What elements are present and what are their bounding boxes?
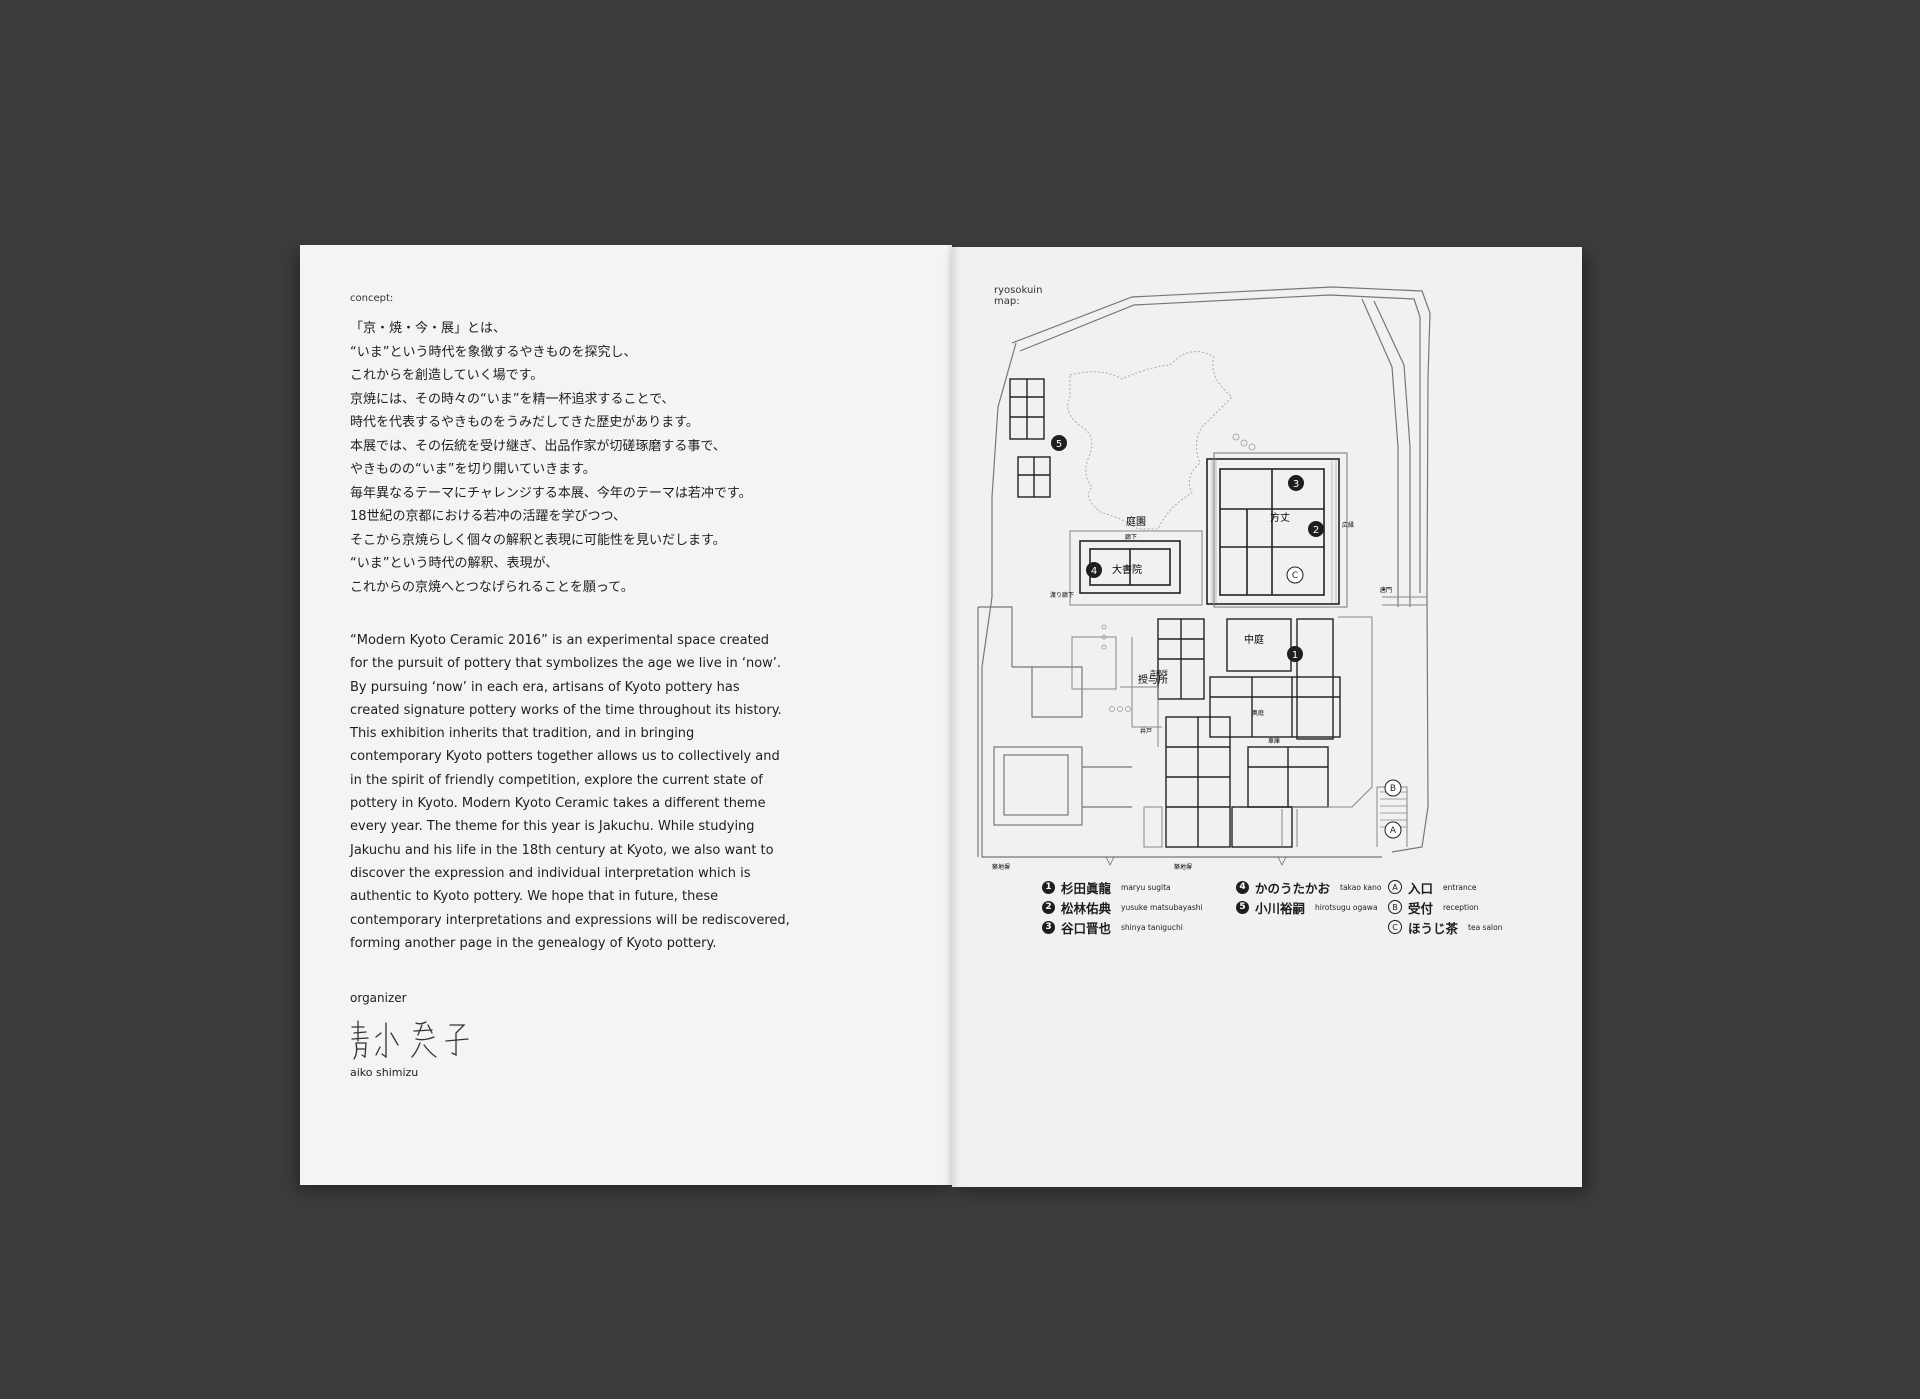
concept-jp-line: これからを創造していく場です。 xyxy=(350,368,544,383)
svg-text:3: 3 xyxy=(1293,479,1299,490)
south-building-complex xyxy=(1157,618,1341,848)
letter-badge: B xyxy=(1388,900,1402,914)
tea-house-building xyxy=(1009,378,1051,498)
concept-english-text: “Modern Kyoto Ceramic 2016” is an experi… xyxy=(350,633,790,951)
concept-jp-line: 「京・焼・今・展」とは、 xyxy=(350,321,507,336)
artist-romaji: yusuke matsubayashi xyxy=(1121,902,1203,912)
marker-2 xyxy=(1308,521,1324,537)
svg-text:2: 2 xyxy=(1313,525,1319,536)
marker-5 xyxy=(1051,435,1067,451)
number-badge: 4 xyxy=(1236,880,1249,894)
marker-3 xyxy=(1288,475,1304,491)
marker-b xyxy=(1384,779,1402,797)
concept-label: concept: xyxy=(350,293,394,304)
artist-romaji: hirotsugu ogawa xyxy=(1315,902,1378,912)
number-badge: 3 xyxy=(1042,920,1055,934)
organizer-signature xyxy=(351,1020,469,1060)
marker-a xyxy=(1384,821,1402,839)
label-engawa: 広縁 xyxy=(1342,521,1354,529)
legend-item-artist-4: 4 かのうたかお takao kano xyxy=(1236,877,1381,897)
brochure-spread: concept: 「京・焼・今・展」とは、 “いま”という時代を象徴するやきもの… xyxy=(300,245,1582,1187)
facility-romaji: reception xyxy=(1443,902,1479,912)
marker-4 xyxy=(1086,562,1102,578)
artist-name: 松林佑典 xyxy=(1061,900,1112,916)
label-karamon: 唐門 xyxy=(1380,586,1392,594)
concept-jp-line: 毎年異なるテーマにチャレンジする本展、今年のテーマは若冲です。 xyxy=(350,485,752,501)
svg-text:B: B xyxy=(1390,784,1396,794)
facility-legend: A 入口 entrance B 受付 reception C ほうじ茶 tea … xyxy=(1388,877,1502,937)
left-page: concept: 「京・焼・今・展」とは、 “いま”という時代を象徴するやきもの… xyxy=(300,245,952,1185)
center-fold xyxy=(946,245,960,1187)
svg-text:5: 5 xyxy=(1056,439,1062,450)
label-okuniwa: 奥庭 xyxy=(1252,709,1264,717)
legend-item-artist-5: 5 小川裕嗣 hirotsugu ogawa xyxy=(1236,897,1381,917)
concept-japanese-text: 「京・焼・今・展」とは、 “いま”という時代を象徴するやきものを探究し、 これか… xyxy=(350,317,890,599)
label-shaimusho: 寺務所 xyxy=(1150,669,1168,677)
concept-jp-line: 本展では、その伝統を受け継ぎ、出品作家が切磋琢磨する事で、 xyxy=(350,438,726,454)
concept-jp-line: これからの京焼へとつなげられることを願って。 xyxy=(350,579,634,595)
site-boundary-inner xyxy=(1019,294,1421,593)
legend-item-entrance: A 入口 entrance xyxy=(1388,877,1502,897)
artist-romaji: maryu sugita xyxy=(1121,882,1171,892)
letter-badge: A xyxy=(1388,880,1402,894)
artist-legend: 1 杉田眞龍 maryu sugita 2 松林佑典 yusuke matsub… xyxy=(1042,877,1203,937)
marker-1 xyxy=(1287,646,1303,662)
facility-name: 受付 xyxy=(1408,900,1434,916)
label-rouka: 廊下 xyxy=(1125,533,1137,541)
concept-jp-line: 時代を代表するやきものをうみだしてきた歴史があります。 xyxy=(350,415,699,430)
number-badge: 2 xyxy=(1042,900,1055,914)
legend-item-artist-3: 3 谷口晋也 shinya taniguchi xyxy=(1042,917,1203,937)
letter-badge: C xyxy=(1388,920,1402,934)
legend-item-tea-salon: C ほうじ茶 tea salon xyxy=(1388,917,1502,937)
temple-floor-plan-map: 5 3 2 C 4 xyxy=(977,286,1431,871)
concept-jp-line: “いま”という時代の解釈、表現が、 xyxy=(350,556,559,571)
legend-item-reception: B 受付 reception xyxy=(1388,897,1502,917)
garden-pond xyxy=(1067,351,1233,530)
label-juyosho: 授与所 xyxy=(1138,673,1168,686)
svg-text:1: 1 xyxy=(1292,650,1298,661)
concept-jp-line: 京焼には、その時々の“いま”を精一杯追求することで、 xyxy=(350,391,675,407)
organizer-label: organizer xyxy=(350,991,407,1005)
site-boundary-outer xyxy=(1011,286,1431,853)
facility-name: 入口 xyxy=(1408,880,1434,896)
facility-name: ほうじ茶 xyxy=(1408,920,1459,936)
artist-name: 杉田眞龍 xyxy=(1061,880,1112,896)
artist-romaji: shinya taniguchi xyxy=(1121,922,1183,932)
label-garden: 庭園 xyxy=(1126,515,1146,528)
label-daishoin: 大書院 xyxy=(1112,563,1142,576)
artist-name: 谷口晋也 xyxy=(1061,920,1112,936)
label-watari-rouka: 渡り廊下 xyxy=(1050,591,1074,599)
concept-jp-line: 18世紀の京都における若冲の活躍を学びつつ、 xyxy=(350,509,627,524)
concept-jp-line: “いま”という時代を象徴するやきものを探究し、 xyxy=(350,344,637,360)
label-ido: 井戸 xyxy=(1140,727,1152,735)
number-badge: 5 xyxy=(1236,900,1249,914)
legend-item-artist-1: 1 杉田眞龍 maryu sugita xyxy=(1042,877,1203,897)
map-label-line-1: ryosokuin xyxy=(994,285,1043,296)
legend-item-artist-2: 2 松林佑典 yusuke matsubayashi xyxy=(1042,897,1203,917)
marker-c xyxy=(1286,566,1304,584)
label-chikujibei-2: 築地塀 xyxy=(1174,863,1192,871)
artist-legend-2: 4 かのうたかお takao kano 5 小川裕嗣 hirotsugu oga… xyxy=(1236,877,1381,917)
svg-text:A: A xyxy=(1390,826,1397,836)
artist-name: 小川裕嗣 xyxy=(1255,900,1306,916)
organizer-name: aiko shimizu xyxy=(350,1066,419,1079)
right-page: ryosokuin map: xyxy=(952,247,1582,1187)
artist-romaji: takao kano xyxy=(1340,882,1382,892)
concept-jp-line: やきものの“いま”を切り開いていきます。 xyxy=(350,462,596,477)
map-label-line-2: map: xyxy=(994,296,1020,307)
label-hojo: 方丈 xyxy=(1270,511,1290,524)
hojo-building xyxy=(1206,452,1348,608)
svg-text:4: 4 xyxy=(1091,566,1097,577)
label-shako: 車庫 xyxy=(1268,737,1280,745)
label-nakaniwa: 中庭 xyxy=(1244,633,1264,646)
number-badge: 1 xyxy=(1042,880,1055,894)
facility-romaji: entrance xyxy=(1443,882,1477,892)
svg-text:C: C xyxy=(1292,571,1298,581)
label-chikujibei-1: 築地塀 xyxy=(992,863,1010,871)
concept-jp-line: そこから京焼らしく個々の解釈と表現に可能性を見いだします。 xyxy=(350,532,726,548)
facility-romaji: tea salon xyxy=(1468,922,1503,932)
artist-name: かのうたかお xyxy=(1255,880,1331,896)
